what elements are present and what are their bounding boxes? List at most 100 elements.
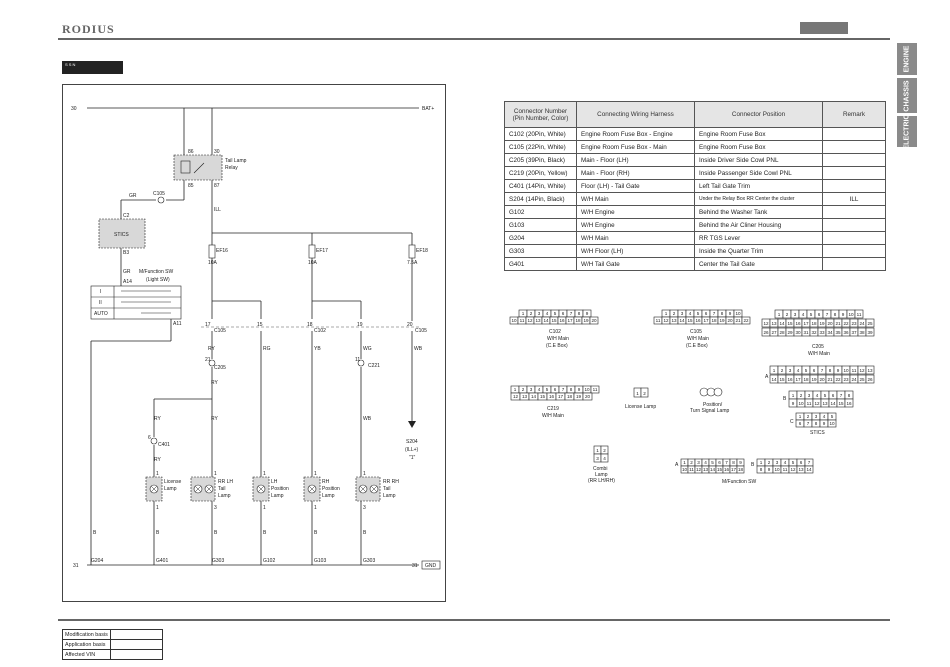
pin-17: 17 — [205, 322, 211, 328]
connector-pin-number: 4 — [784, 460, 787, 465]
connector-pin-number: 6 — [818, 312, 821, 317]
connector-pin-cell — [844, 398, 854, 408]
s204-one: "1" — [409, 455, 416, 461]
table-cell: Floor (LH) - Tail Gate — [576, 179, 695, 193]
connector-pin-number: 12 — [527, 318, 533, 323]
connector-pin-number: 11 — [520, 318, 525, 323]
connector-pin-number: 12 — [663, 318, 669, 323]
c102-label-1: C102 — [549, 329, 561, 335]
connector-pin-number: 14 — [779, 321, 785, 326]
connector-pin-number: 24 — [859, 321, 865, 326]
col-remark: Remark — [822, 101, 886, 128]
connector-pin-number: 15 — [540, 394, 546, 399]
connector-pin-number: 2 — [522, 387, 525, 392]
ground-wire-2: B — [156, 530, 160, 536]
table-cell: G401 — [504, 257, 577, 271]
ground-g204: G204 — [91, 558, 103, 564]
table-cell: G103 — [504, 218, 577, 232]
lamp-license — [145, 476, 163, 502]
lamp-rhpos-label-1: RH — [322, 479, 330, 485]
connector-pin-number: 17 — [567, 318, 573, 323]
table-row: C401 (14Pin, White)Floor (LH) - Tail Gat… — [504, 179, 886, 193]
stics-c: C — [790, 419, 794, 425]
connector-pin-number: 22 — [835, 377, 841, 382]
ground-g303-b: G303 — [363, 558, 375, 564]
connector-pin-number: 6 — [813, 368, 816, 373]
table-cell: C205 (39Pin, Black) — [504, 153, 577, 167]
connector-pin-cell — [589, 316, 599, 325]
table-cell: W/H Tail Gate — [576, 257, 695, 271]
a14-label: A14 — [123, 279, 132, 285]
connector-pin-number: 11 — [852, 368, 857, 373]
lamp-rrrh-label-1: RR RH — [383, 479, 399, 485]
connector-pin-number: 11 — [857, 312, 862, 317]
position-label-2: Turn Signal Lamp — [690, 408, 729, 414]
connector-pin-number: 18 — [811, 321, 817, 326]
connector-pin-number: 5 — [831, 414, 834, 419]
lamp-lhpos-label-2: Position — [271, 486, 289, 492]
connector-pin-number: 11 — [593, 387, 598, 392]
tab-electric[interactable]: ELECTRIC — [896, 114, 918, 149]
c2-label: C2 — [123, 213, 130, 219]
connector-pin-number: 5 — [824, 393, 827, 398]
ground-wire-5: B — [314, 530, 318, 536]
col-connector-number: Connector Number (Pin Number, Color) — [504, 101, 577, 128]
footer-rule — [58, 619, 890, 621]
connector-pin-number: 6 — [705, 311, 708, 316]
table-cell: C401 (14Pin, White) — [504, 179, 577, 193]
connector-pin-number: 38 — [859, 330, 865, 335]
connector-pin-number: 21 — [827, 377, 833, 382]
connector-pin-number: 6 — [562, 311, 565, 316]
table-cell: Main - Floor (RH) — [576, 166, 695, 180]
connector-pin-number: 2 — [603, 448, 606, 453]
lamp-lhpos-label-1: LH — [271, 479, 278, 485]
connector-pin-number: 11 — [689, 467, 694, 472]
connector-pin-number: 1 — [778, 312, 781, 317]
connector-pin-number: 3 — [530, 387, 533, 392]
connector-pin-number: 17 — [795, 377, 801, 382]
connector-pin-number: 5 — [805, 368, 808, 373]
brand-logo: RODIUS — [62, 22, 115, 36]
connector-pin-number: 21 — [735, 318, 741, 323]
switch-row-auto: AUTO — [94, 311, 108, 317]
tab-electric-label: ELECTRIC — [903, 114, 911, 149]
combi-label-3: (RR LH/RH) — [588, 478, 615, 484]
mfsw-a: A — [675, 462, 679, 468]
fuse-ef18-id: EF18 — [416, 248, 428, 254]
connector-pin-number: 12 — [763, 321, 769, 326]
connector-pin-number: 18 — [711, 318, 717, 323]
connector-pin-number: 30 — [795, 330, 801, 335]
lamp-license-label-2: Lamp — [164, 486, 177, 492]
lamp-rr-rh-tail — [355, 476, 381, 502]
connector-pin-number: 1 — [596, 448, 599, 453]
connector-pin-number: 22 — [843, 321, 849, 326]
connector-pin-number: 10 — [848, 312, 854, 317]
table-cell — [822, 218, 886, 232]
connector-pin-number: 36 — [843, 330, 849, 335]
tab-engine[interactable]: ENGINE — [896, 42, 918, 76]
lamp-rhpos-label-3: Lamp — [322, 493, 335, 499]
connector-pin-number: 10 — [774, 467, 780, 472]
tab-chassis[interactable]: CHASSIS — [896, 77, 918, 114]
connector-pin-number: 22 — [743, 318, 749, 323]
pin-15: 15 — [257, 322, 263, 328]
table-cell: G204 — [504, 231, 577, 245]
table-cell: C102 (20Pin, White) — [504, 127, 577, 141]
lamp-lhpos-bottom-pin: 1 — [263, 505, 266, 511]
lamp-rrlh-bottom-pin: 3 — [214, 505, 217, 511]
connector-pin-number: 7 — [713, 311, 716, 316]
table-cell: Main - Floor (LH) — [576, 153, 695, 167]
lamp-rrlh-label-3: Lamp — [218, 493, 231, 499]
c401-label: C401 — [158, 442, 170, 448]
connector-pin-number: 34 — [827, 330, 833, 335]
connector-pin-number: 5 — [546, 387, 549, 392]
wire-ry: RY — [208, 346, 216, 352]
table-cell — [822, 127, 886, 141]
